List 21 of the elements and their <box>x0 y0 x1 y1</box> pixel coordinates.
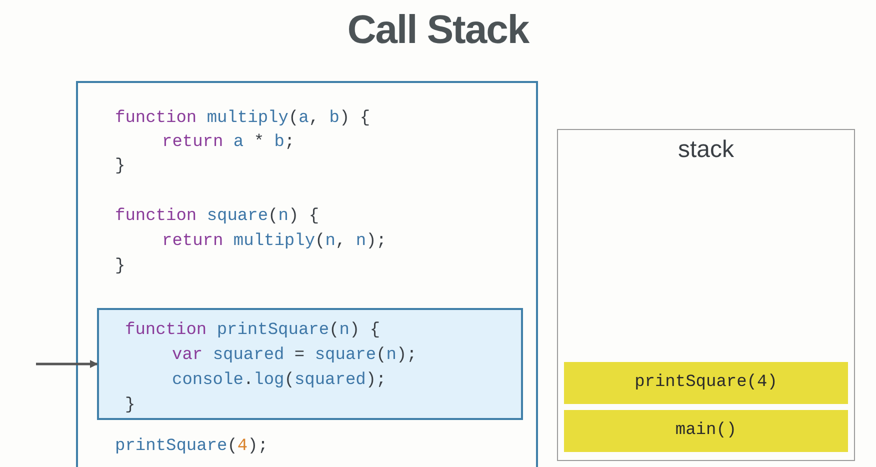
code-line: return multiply(n, n); <box>162 232 386 252</box>
slide-title: Call Stack <box>346 8 530 53</box>
highlighted-code-block <box>97 308 523 420</box>
code-line: function printSquare(n) { <box>125 321 380 341</box>
stack-frame <box>564 410 848 452</box>
code-line: } <box>125 396 136 416</box>
arrow <box>36 360 98 368</box>
code-line: } <box>115 157 126 177</box>
stack-panel <box>557 129 855 461</box>
stack-frame <box>564 362 848 404</box>
stack-frame-label: main() <box>674 421 738 441</box>
code-line: printSquare(4); <box>115 437 268 457</box>
code-line: function square(n) { <box>115 207 320 227</box>
code-line: function multiply(a, b) { <box>115 109 370 129</box>
stack-frame-label: printSquare(4) <box>634 373 778 393</box>
code-panel <box>76 81 538 467</box>
code-line: return a * b; <box>162 133 295 153</box>
code-line: console.log(squared); <box>172 371 386 391</box>
code-line: var squared = square(n); <box>172 346 417 366</box>
code-line: } <box>115 257 126 277</box>
panel-heading: stack <box>676 136 735 164</box>
